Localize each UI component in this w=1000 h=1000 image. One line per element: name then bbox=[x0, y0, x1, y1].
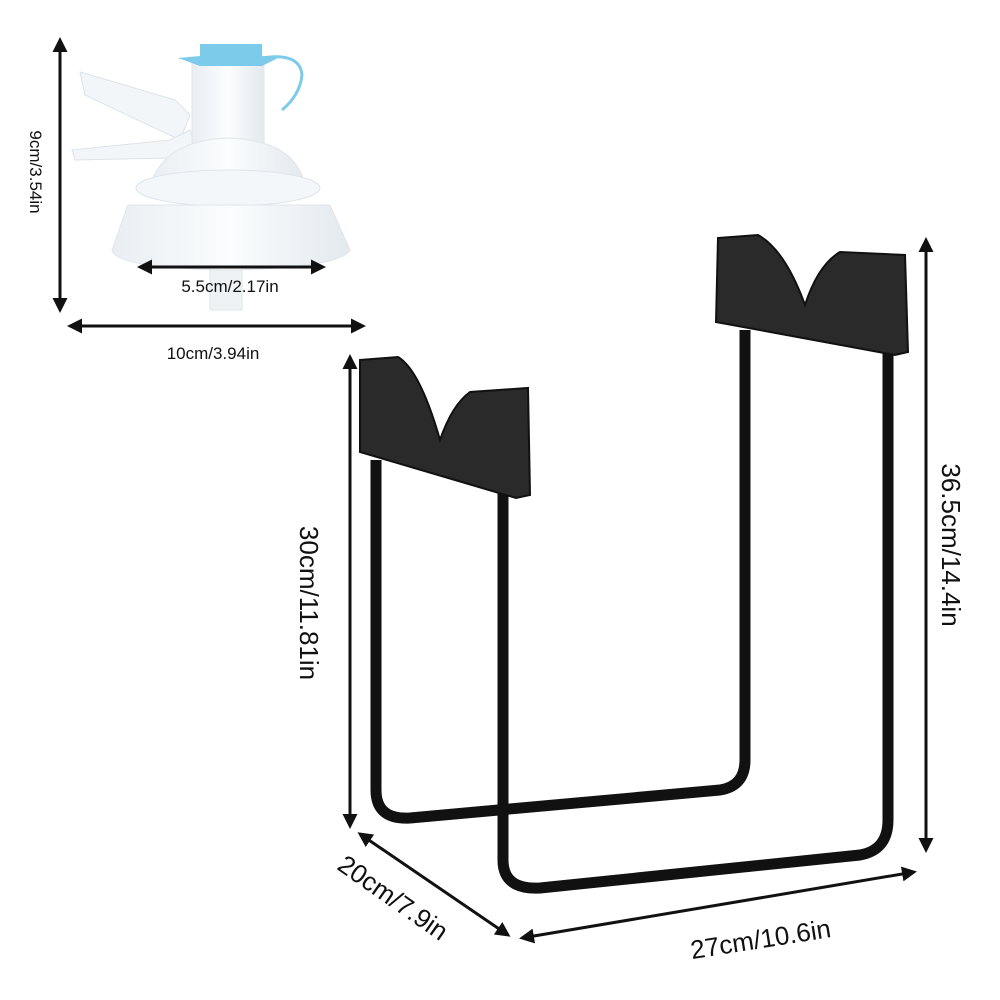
stand-top-pads bbox=[359, 233, 910, 500]
water-valve-image bbox=[71, 44, 351, 311]
valve-width-label: 10cm/3.94in bbox=[167, 344, 260, 363]
stand-width-arrow bbox=[519, 866, 917, 944]
stand-depth-label: 20cm/7.9in bbox=[332, 849, 453, 947]
valve-height-label: 9cm/3.54in bbox=[26, 130, 45, 213]
stand-depth-arrow bbox=[357, 832, 511, 937]
stand-width-label: 27cm/10.6in bbox=[688, 913, 833, 965]
stand-left-height-label: 30cm/11.81in bbox=[294, 526, 324, 680]
valve-inner-width-label: 5.5cm/2.17in bbox=[181, 277, 278, 296]
stand-right-height-label: 36.5cm/14.4in bbox=[936, 463, 966, 626]
